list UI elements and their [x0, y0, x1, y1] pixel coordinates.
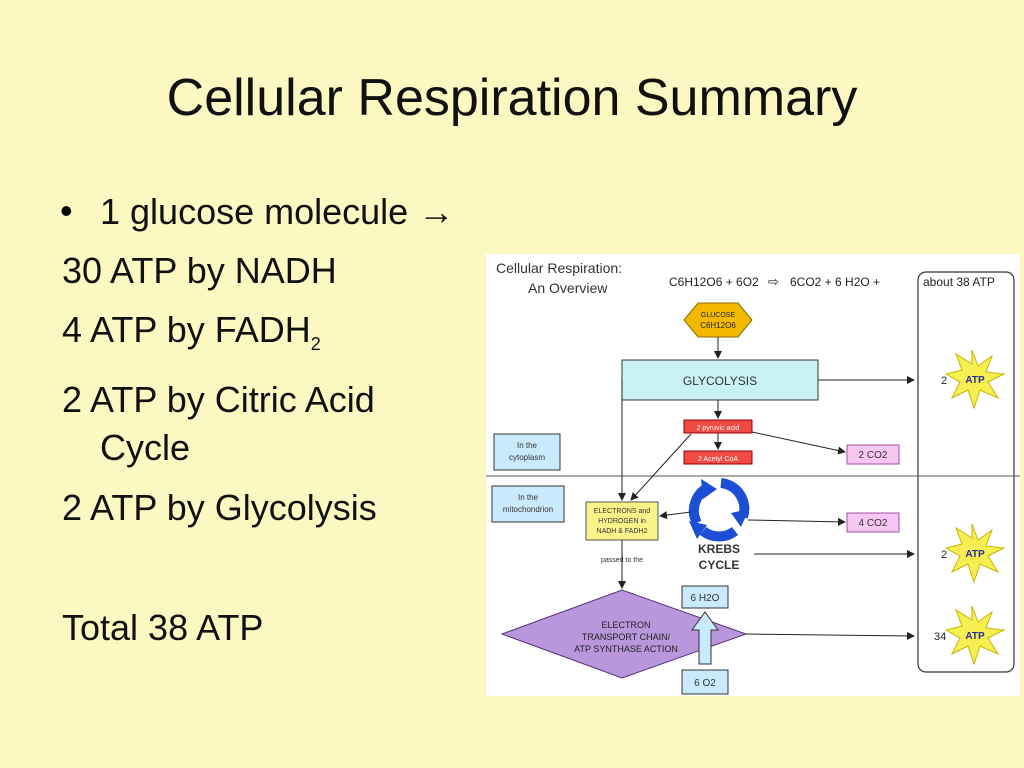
diagram-title-2: An Overview: [528, 280, 608, 296]
bullet-dot: •: [60, 190, 73, 231]
water-box: [681, 585, 729, 609]
mito-label-1: In the: [518, 493, 539, 502]
bullet-glucose-text: 1 glucose molecule: [100, 191, 409, 232]
glucose-formula: C6H12O6: [700, 321, 736, 330]
equation-arrow-icon: ⇨: [768, 274, 779, 289]
cytoplasm-label-2: cytoplasm: [509, 453, 545, 462]
acetyl-box: [683, 450, 753, 465]
etc-label-3: ATP SYNTHASE ACTION: [574, 644, 678, 654]
slide-title: Cellular Respiration Summary: [166, 69, 858, 127]
co2-top-box: [846, 444, 900, 465]
electrons-label-1: ELECTRONS and: [594, 508, 651, 515]
glycolysis-label: GLYCOLYSIS: [683, 374, 757, 388]
etc-label-1: ELECTRON: [601, 620, 650, 630]
glucose-label: GLUCOSE: [701, 312, 736, 319]
line-nadh: 30 ATP by NADH: [62, 250, 337, 291]
co2-top-label: 2 CO2: [859, 450, 888, 461]
line-fadh-text: 4 ATP by FADH: [62, 309, 311, 350]
krebs-label-2: CYCLE: [699, 558, 740, 572]
atp-star-glycolysis: 2 ATP: [941, 349, 1006, 410]
equation-atp: about 38 ATP: [923, 275, 995, 289]
line-citric-cont: Cycle: [100, 427, 191, 468]
respiration-diagram: Cellular Respiration: An Overview C6H12O…: [486, 254, 1020, 696]
atp-label-2: ATP: [965, 549, 985, 560]
oxygen-label: 6 O2: [694, 678, 716, 689]
atp-star-krebs: 2 ATP: [941, 523, 1006, 584]
krebs-label-1: KREBS: [698, 542, 740, 556]
etc-label-2: TRANSPORT CHAIN/: [582, 632, 671, 642]
pyruvic-label: 2 pyruvic acid: [697, 425, 740, 432]
line-total: Total 38 ATP: [62, 607, 264, 648]
co2-mid-box: [846, 512, 900, 533]
mito-label-2: mitochondrion: [503, 505, 553, 514]
equation-right: 6CO2 + 6 H2O +: [790, 275, 880, 289]
recycle-icon: [688, 478, 750, 542]
cytoplasm-box: [493, 433, 561, 471]
line-glycolysis: 2 ATP by Glycolysis: [62, 487, 377, 528]
electrons-box: [585, 501, 659, 541]
oxygen-arrow: [691, 611, 719, 665]
oxygen-box: [681, 669, 729, 695]
line-citric: 2 ATP by Citric Acid: [62, 379, 375, 420]
equation-left: C6H12O6 + 6O2: [669, 275, 759, 289]
diagram-title-1: Cellular Respiration:: [496, 260, 622, 276]
water-label: 6 H2O: [691, 593, 720, 604]
atp-count-glycolysis: 2: [941, 375, 947, 387]
glucose-hexagon: [683, 302, 753, 338]
bullet-glucose: 1 glucose molecule →: [100, 190, 454, 234]
electrons-label-2: HYDROGEN in: [598, 518, 646, 525]
arrow-right-icon: →: [418, 191, 455, 232]
line-fadh: 4 ATP by FADH2: [62, 308, 321, 366]
atp-star-etc: 34 ATP: [934, 605, 1006, 666]
mitochondrion-box: [491, 485, 565, 523]
cytoplasm-label-1: In the: [517, 441, 538, 450]
atp-column: [917, 271, 1015, 673]
atp-label-3: ATP: [965, 631, 985, 642]
atp-label-1: ATP: [965, 375, 985, 386]
acetyl-label: 2 Acetyl CoA: [698, 456, 738, 463]
atp-count-etc: 34: [934, 631, 946, 643]
co2-mid-label: 4 CO2: [859, 518, 888, 529]
line-fadh-subscript: 2: [310, 334, 321, 355]
electrons-label-3: NADH & FADH2: [597, 528, 648, 535]
atp-count-krebs: 2: [941, 549, 947, 561]
